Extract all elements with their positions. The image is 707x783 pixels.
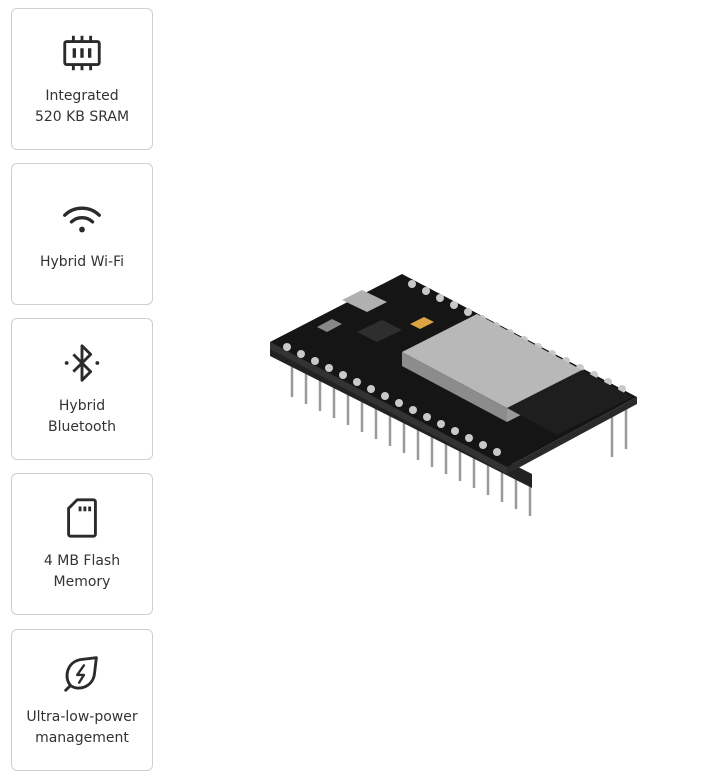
bluetooth-icon: [64, 344, 100, 382]
feature-label: 4 MB Flash: [43, 553, 121, 569]
feature-card-low-power: Ultra-low-power management: [11, 629, 153, 771]
feature-card-wifi: Hybrid Wi-Fi: [11, 163, 153, 305]
feature-label: Integrated: [45, 88, 119, 104]
esp32-board-image: [270, 274, 637, 516]
feature-label: Memory: [53, 574, 111, 590]
feature-card-bluetooth: Hybrid Bluetooth: [11, 318, 153, 460]
feature-label: Hybrid: [58, 398, 106, 414]
eco-power-icon: [64, 656, 98, 692]
sd-card-icon: [67, 498, 97, 538]
feature-card-flash: 4 MB Flash Memory: [11, 473, 153, 615]
wifi-icon: [63, 206, 101, 232]
feature-label: Ultra-low-power: [26, 709, 138, 725]
feature-label: management: [35, 730, 129, 746]
feature-label: 520 KB SRAM: [34, 109, 130, 125]
memory-chip-icon: [63, 35, 101, 71]
feature-label: Hybrid Wi-Fi: [39, 253, 125, 270]
feature-card-sram: Integrated 520 KB SRAM: [11, 8, 153, 150]
feature-label: Bluetooth: [48, 419, 116, 435]
